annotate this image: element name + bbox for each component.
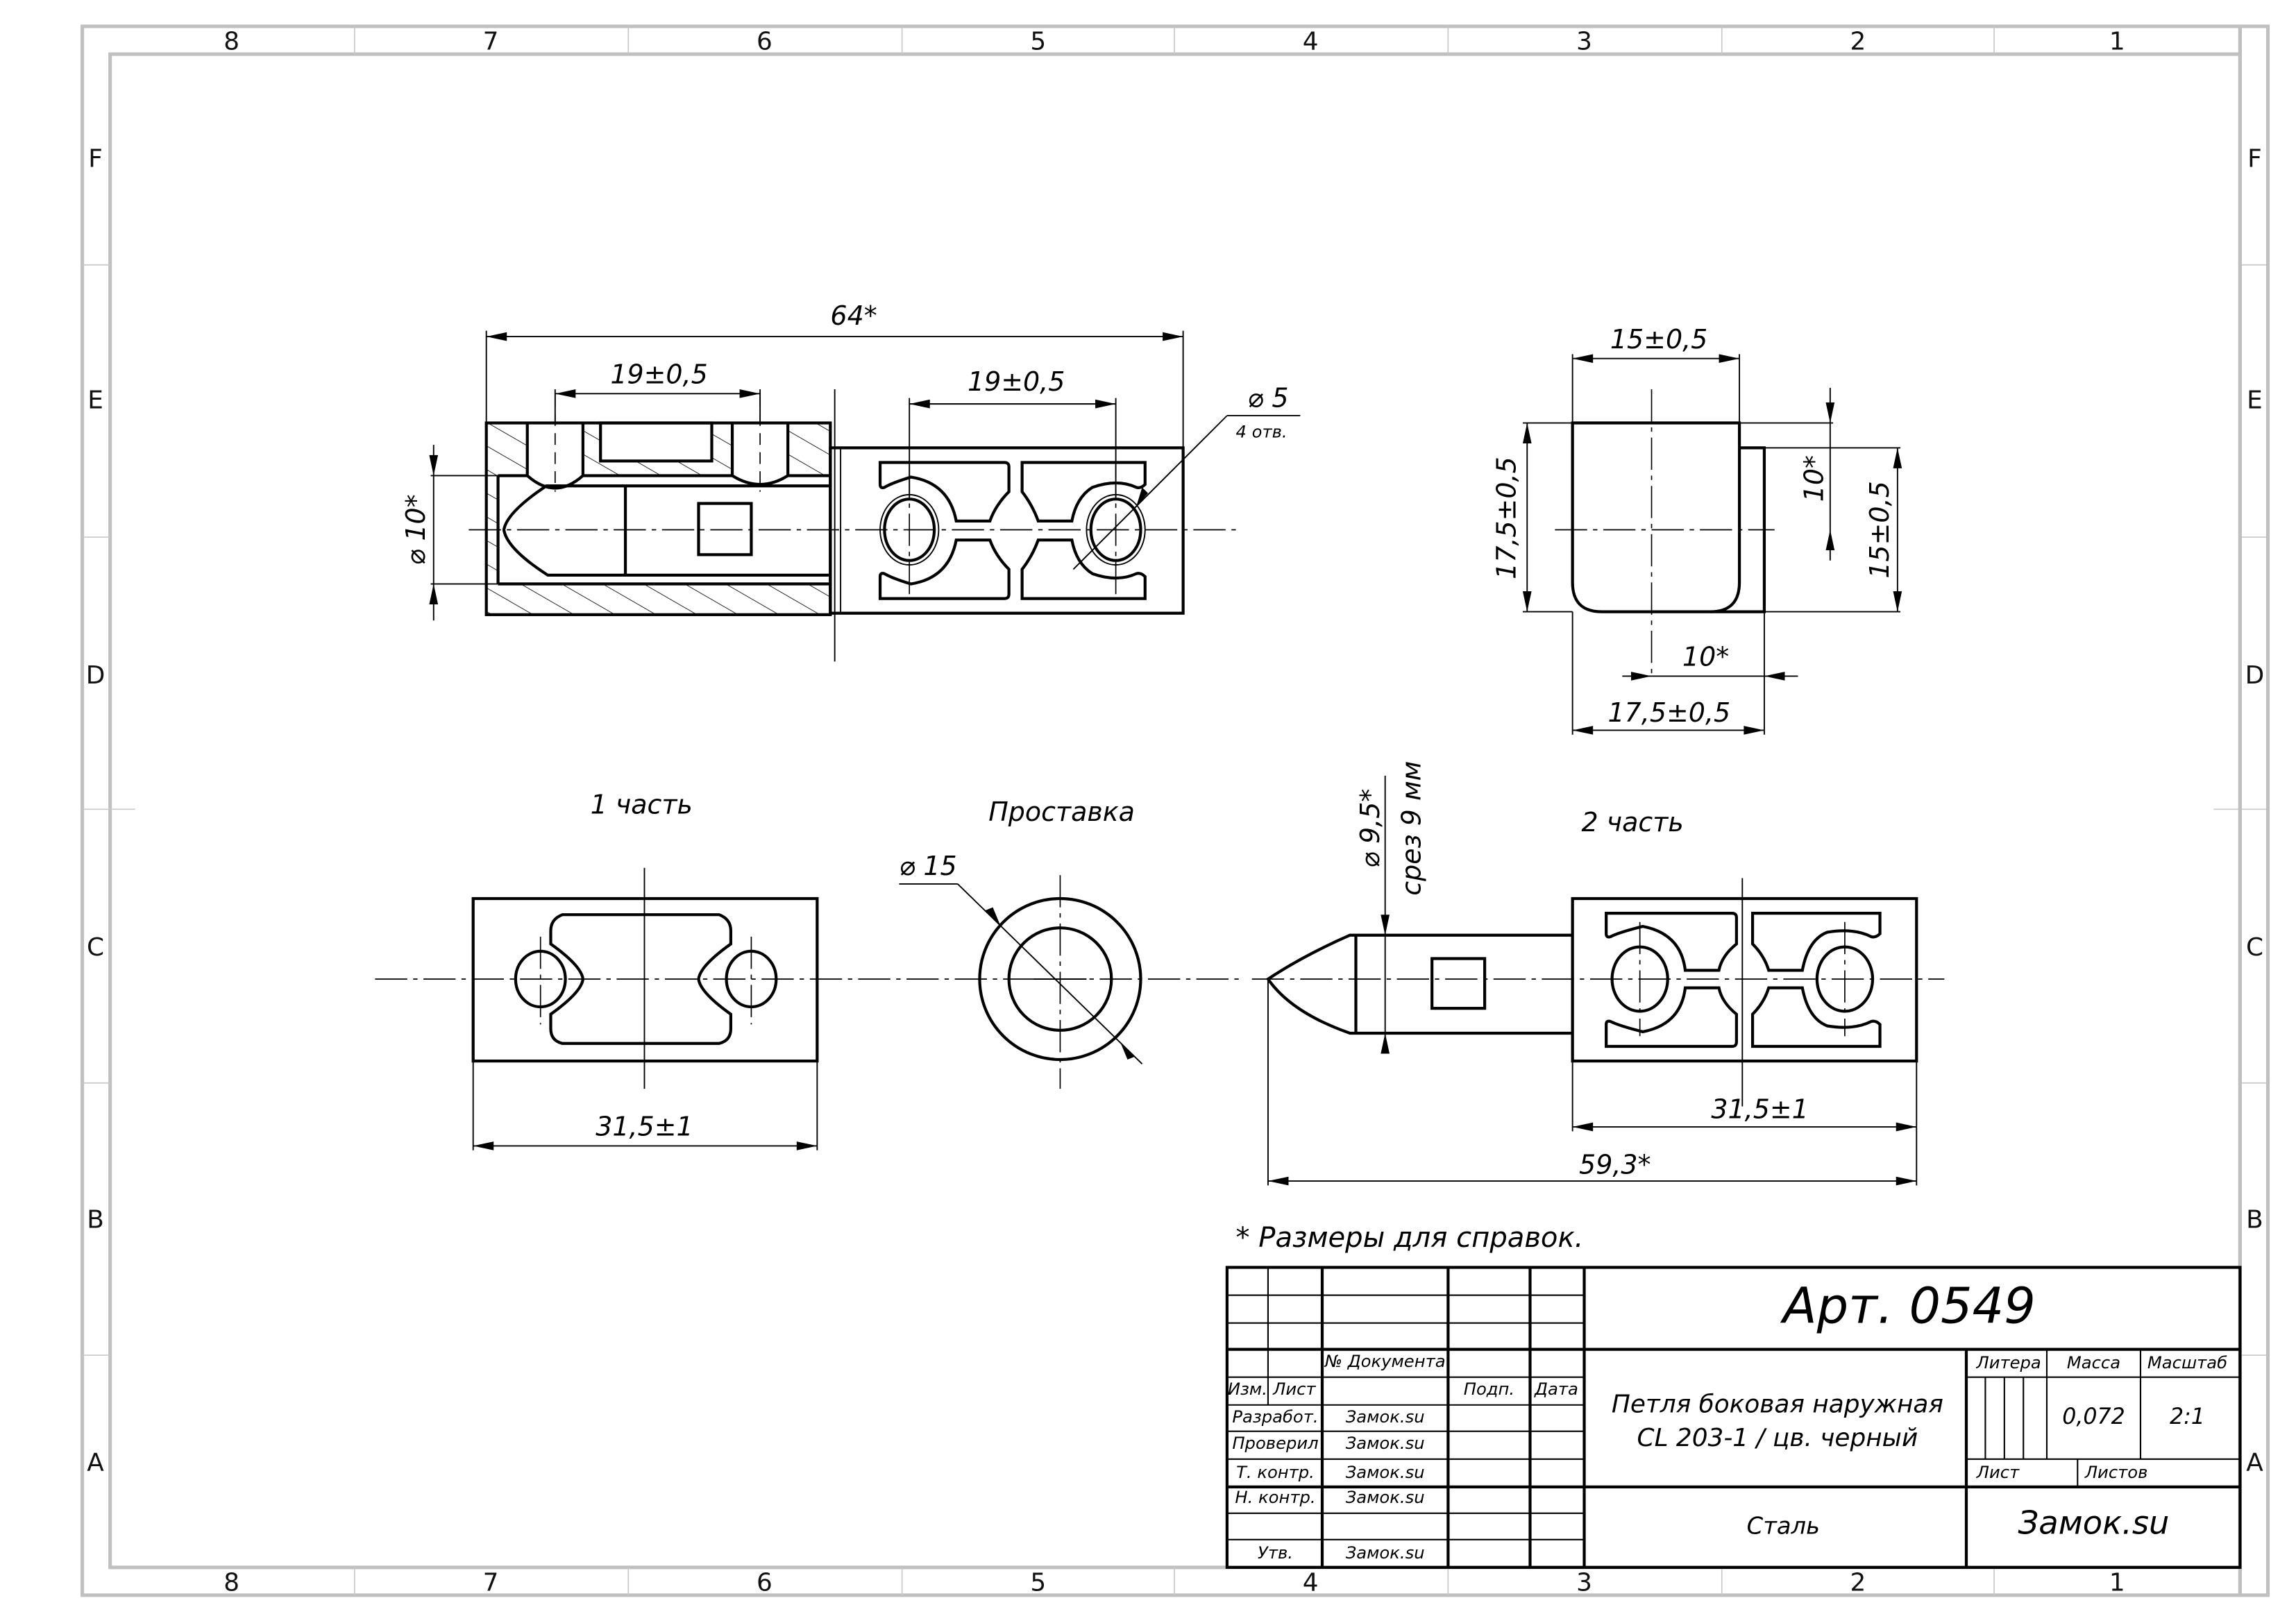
hole-count-note: 4 отв.	[1236, 422, 1288, 442]
zone-column-label: 2	[1850, 28, 1866, 56]
header-signature: Подп.	[1464, 1379, 1514, 1399]
outer-border	[81, 24, 2242, 1597]
part2-pin-note: срез 9 мм	[1396, 761, 1426, 896]
material: Сталь	[1747, 1512, 1820, 1539]
zone-row-label: C	[2246, 933, 2263, 962]
zone-column-label: 2	[1850, 1569, 1866, 1597]
spacer-title: Проставка	[988, 797, 1135, 827]
part1-length-dimension: 31,5±1	[596, 1112, 693, 1142]
assembly-section-view: 64* 19±0,5 19±0,5 ⌀ 10* ⌀ 5 4 отв.	[400, 300, 1301, 662]
header-change: Изм.	[1228, 1379, 1267, 1399]
zone-row-label: E	[2247, 386, 2263, 414]
header-mass: Масса	[2067, 1352, 2120, 1373]
side-view: 15±0,5 17,5±0,5 10* 15±0,5 10* 17,5±0,5	[1491, 324, 1902, 735]
header-scale: Масштаб	[2147, 1352, 2227, 1373]
part1-view: 1 часть 31,5±1	[375, 790, 1242, 1150]
zone-column-label: 7	[483, 28, 499, 56]
dimension-height-right: 15±0,5	[1864, 481, 1895, 578]
role-label: Утв.	[1258, 1543, 1293, 1563]
dimension-overall-length: 64*	[830, 300, 877, 331]
zone-column-label: 6	[757, 1569, 773, 1597]
role-name: Замок.su	[1346, 1407, 1425, 1427]
role-label: Проверил	[1232, 1433, 1318, 1453]
dimension-hole-spacing-right: 19±0,5	[968, 366, 1065, 397]
role-name: Замок.su	[1346, 1543, 1425, 1563]
dimension-offset-right: 10*	[1798, 455, 1829, 502]
zone-row-label: F	[2247, 144, 2262, 173]
article-number: Арт. 0549	[1780, 1277, 2036, 1335]
zone-row-label: E	[87, 386, 103, 414]
header-doc-number: № Документа	[1324, 1351, 1446, 1371]
part2-pin-diameter: ⌀ 9,5*	[1355, 789, 1385, 868]
zone-row-label: A	[87, 1449, 104, 1477]
part2-plate-length-dimension: 31,5±1	[1711, 1094, 1808, 1124]
role-label: Разработ.	[1232, 1407, 1318, 1427]
inner-border	[108, 52, 2242, 1570]
zone-column-label: 3	[1576, 28, 1592, 56]
zone-row-label: B	[2246, 1206, 2263, 1234]
zone-row-label: C	[87, 933, 104, 962]
zone-column-label: 7	[483, 1569, 499, 1597]
dimension-height-left: 17,5±0,5	[1491, 457, 1521, 579]
part2-total-length-dimension: 59,3*	[1579, 1150, 1651, 1180]
spacer-diameter-dimension: ⌀ 15	[899, 851, 956, 881]
header-sheet: Лист	[1976, 1462, 2020, 1482]
zone-column-label: 8	[223, 1569, 239, 1597]
role-label: Т. контр.	[1236, 1462, 1315, 1482]
zone-column-label: 4	[1303, 28, 1319, 56]
dimension-hole-spacing-left: 19±0,5	[610, 359, 707, 390]
zone-column-label: 5	[1030, 1569, 1046, 1597]
part1-title: 1 часть	[591, 790, 693, 820]
product-name-line2: CL 203-1 / цв. черный	[1637, 1424, 1918, 1452]
zone-row-label: A	[2246, 1449, 2263, 1477]
spacer-view: Проставка ⌀ 15	[899, 797, 1143, 1089]
right-margin	[2238, 24, 2270, 1597]
header-litera: Литера	[1976, 1352, 2041, 1373]
product-name-line1: Петля боковая наружная	[1612, 1390, 1943, 1418]
zone-row-label: D	[2245, 661, 2265, 690]
header-date: Дата	[1534, 1379, 1578, 1399]
zone-column-label: 6	[757, 28, 773, 56]
role-name: Замок.su	[1346, 1433, 1425, 1453]
zone-column-label: 8	[223, 28, 239, 56]
company-name: Замок.su	[2018, 1504, 2170, 1541]
dimension-offset-bottom: 10*	[1682, 642, 1729, 672]
scale-value: 2:1	[2170, 1404, 2205, 1429]
zone-column-label: 5	[1030, 28, 1046, 56]
header-sheet-col: Лист	[1272, 1379, 1316, 1399]
part2-title: 2 часть	[1581, 807, 1683, 838]
zone-column-label: 1	[2109, 1569, 2125, 1597]
role-name: Замок.su	[1346, 1462, 1425, 1482]
sheet-frame: 8 7 6 5 4 3 2 1 8 7 6 5 4 3 2 1 F E D C …	[81, 24, 2270, 1597]
role-label: Н. контр.	[1235, 1487, 1315, 1507]
zone-row-label: D	[86, 661, 105, 690]
dimension-width-bottom: 17,5±0,5	[1608, 697, 1731, 728]
zone-column-label: 3	[1576, 1569, 1592, 1597]
dimension-width-top: 15±0,5	[1610, 324, 1707, 355]
dimension-hole-diameter: ⌀ 5	[1247, 382, 1288, 413]
zone-row-label: F	[88, 144, 103, 173]
zone-column-label: 4	[1303, 1569, 1319, 1597]
title-block: Арт. 0549 Петля боковая наружная CL 203-…	[1225, 1266, 2242, 1569]
header-sheets: Листов	[2084, 1462, 2148, 1482]
role-name: Замок.su	[1346, 1487, 1425, 1507]
mass-value: 0,072	[2062, 1404, 2125, 1429]
reference-dimensions-note: * Размеры для справок.	[1236, 1222, 1584, 1254]
zone-row-label: B	[87, 1206, 104, 1234]
zone-column-label: 1	[2109, 28, 2125, 56]
dimension-pin-diameter: ⌀ 10*	[400, 494, 431, 565]
part2-view: 2 часть ⌀ 9,5* срез 9 мм 31,5±1 59,3*	[1251, 761, 1945, 1186]
